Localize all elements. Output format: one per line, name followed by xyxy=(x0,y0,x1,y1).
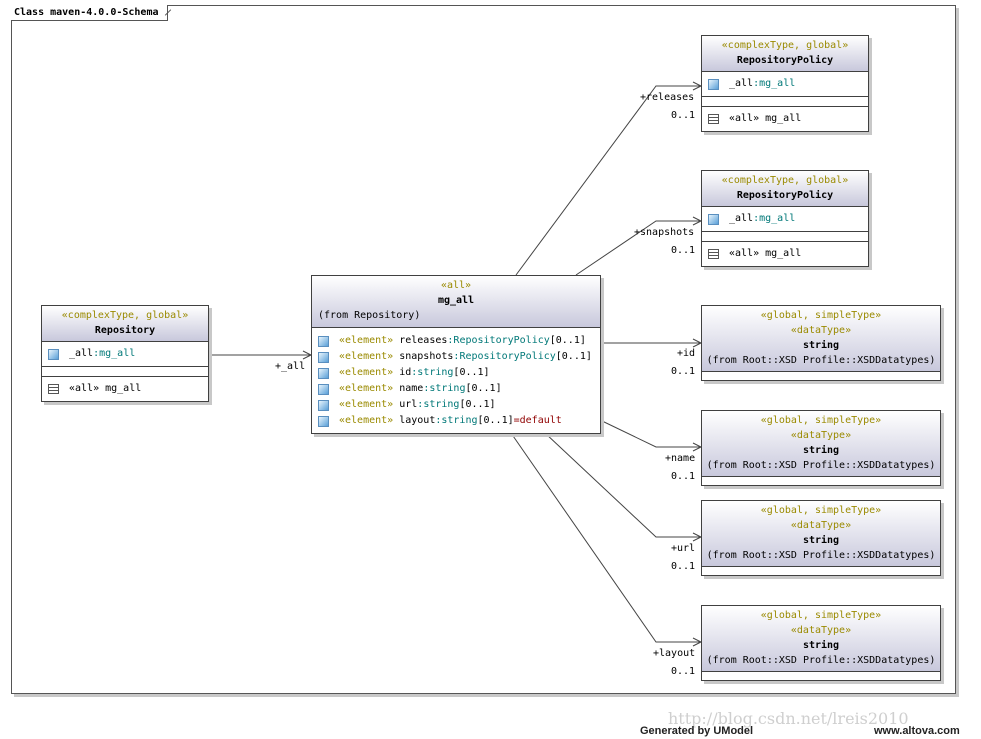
class-header: «global, simpleType» «dataType» string (… xyxy=(702,306,940,372)
from-label: (from Root::XSD Profile::XSDDatatypes) xyxy=(706,355,936,366)
operation-row[interactable]: «all» mg_all xyxy=(708,246,862,262)
class-header: «global, simpleType» «dataType» string (… xyxy=(702,411,940,477)
attribute-icon xyxy=(48,348,59,360)
attribute-icon xyxy=(318,335,329,347)
role-label-url: +url xyxy=(671,543,696,554)
empty-section xyxy=(702,232,868,242)
frame-title: Class maven-4.0.0-Schema xyxy=(11,5,168,21)
class-name: string xyxy=(802,640,840,651)
class-name: RepositoryPolicy xyxy=(736,190,834,201)
attribute-icon xyxy=(708,78,719,90)
class-header: «global, simpleType» «dataType» string (… xyxy=(702,606,940,672)
role-label-layout: +layout xyxy=(653,648,696,659)
from-label: (from Root::XSD Profile::XSDDatatypes) xyxy=(706,655,936,666)
empty-section xyxy=(702,477,940,485)
class-header: «all» mg_all (from Repository) xyxy=(312,276,600,328)
class-name: string xyxy=(802,445,840,456)
element-row-releases[interactable]: «element» releases:RepositoryPolicy[0..1… xyxy=(318,333,594,349)
attribute-icon xyxy=(708,213,719,225)
class-name: string xyxy=(802,535,840,546)
watermark-text: http://blog.csdn.net/lreis2010 xyxy=(668,709,909,728)
role-label-id: +id xyxy=(677,348,696,359)
operation-section: «all» mg_all xyxy=(42,377,208,401)
attribute-icon xyxy=(318,351,329,363)
link-name xyxy=(599,419,701,448)
site-link[interactable]: www.altova.com xyxy=(874,725,960,737)
role-label-releases: +releases xyxy=(640,92,695,103)
element-row-id[interactable]: «element» id:string[0..1] xyxy=(318,365,594,381)
attribute-icon xyxy=(318,399,329,411)
attribute-icon xyxy=(318,383,329,395)
from-label: (from Root::XSD Profile::XSDDatatypes) xyxy=(706,460,936,471)
operation-row[interactable]: «all» mg_all xyxy=(708,111,862,127)
operation-section: «all» mg_all xyxy=(702,107,868,131)
attribute-section: _all:mg_all xyxy=(702,207,868,232)
multiplicity-label: 0..1 xyxy=(671,471,696,482)
operation-icon xyxy=(48,384,59,394)
class-repository[interactable]: «complexType, global» Repository _all:mg… xyxy=(41,305,209,402)
class-name: mg_all xyxy=(437,295,475,306)
role-label-snapshots: +snapshots xyxy=(634,227,695,238)
class-name: Repository xyxy=(94,325,156,336)
class-header: «global, simpleType» «dataType» string (… xyxy=(702,501,940,567)
stereotype-label: «complexType, global» xyxy=(721,175,849,186)
element-row-name[interactable]: «element» name:string[0..1] xyxy=(318,381,594,397)
from-label: (from Repository) xyxy=(318,310,421,321)
attribute-section: _all:mg_all xyxy=(42,342,208,367)
attribute-row[interactable]: _all:mg_all xyxy=(48,346,202,362)
multiplicity-label: 0..1 xyxy=(671,245,696,256)
stereotype-label: «complexType, global» xyxy=(721,40,849,51)
role-label-name: +name xyxy=(665,453,696,464)
multiplicity-label: 0..1 xyxy=(671,110,696,121)
stereotype-label: «all» xyxy=(440,280,472,291)
multiplicity-label: 0..1 xyxy=(671,366,696,377)
element-row-layout[interactable]: «element» layout:string[0..1]=default xyxy=(318,413,594,429)
empty-section xyxy=(702,97,868,107)
class-string-id[interactable]: «global, simpleType» «dataType» string (… xyxy=(701,305,941,381)
class-string-name[interactable]: «global, simpleType» «dataType» string (… xyxy=(701,410,941,486)
empty-section xyxy=(42,367,208,377)
operation-row[interactable]: «all» mg_all xyxy=(48,381,202,397)
class-string-layout[interactable]: «global, simpleType» «dataType» string (… xyxy=(701,605,941,681)
role-label-all: +_all xyxy=(275,361,306,372)
link-layout xyxy=(510,432,701,643)
element-section: «element» releases:RepositoryPolicy[0..1… xyxy=(312,328,600,433)
class-repository-policy-releases[interactable]: «complexType, global» RepositoryPolicy _… xyxy=(701,35,869,132)
attribute-icon xyxy=(318,367,329,379)
from-label: (from Root::XSD Profile::XSDDatatypes) xyxy=(706,550,936,561)
class-header: «complexType, global» RepositoryPolicy xyxy=(702,171,868,207)
class-name: string xyxy=(802,340,840,351)
element-row-snapshots[interactable]: «element» snapshots:RepositoryPolicy[0..… xyxy=(318,349,594,365)
operation-icon xyxy=(708,249,719,259)
class-string-url[interactable]: «global, simpleType» «dataType» string (… xyxy=(701,500,941,576)
link-snapshots xyxy=(575,220,701,276)
operation-section: «all» mg_all xyxy=(702,242,868,266)
multiplicity-label: 0..1 xyxy=(671,666,696,677)
operation-icon xyxy=(708,114,719,124)
stereotype-label: «complexType, global» xyxy=(61,310,189,321)
attribute-section: _all:mg_all xyxy=(702,72,868,97)
class-name: RepositoryPolicy xyxy=(736,55,834,66)
class-repository-policy-snapshots[interactable]: «complexType, global» RepositoryPolicy _… xyxy=(701,170,869,267)
empty-section xyxy=(702,372,940,380)
class-mg-all[interactable]: «all» mg_all (from Repository) «element»… xyxy=(311,275,601,434)
link-url xyxy=(544,432,701,538)
attribute-row[interactable]: _all:mg_all xyxy=(708,76,862,92)
class-header: «complexType, global» RepositoryPolicy xyxy=(702,36,868,72)
multiplicity-label: 0..1 xyxy=(671,561,696,572)
element-row-url[interactable]: «element» url:string[0..1] xyxy=(318,397,594,413)
class-header: «complexType, global» Repository xyxy=(42,306,208,342)
generated-by-label: Generated by UModel xyxy=(640,725,754,737)
empty-section xyxy=(702,567,940,575)
empty-section xyxy=(702,672,940,680)
attribute-row[interactable]: _all:mg_all xyxy=(708,211,862,227)
attribute-icon xyxy=(318,415,329,427)
link-releases xyxy=(515,85,701,276)
